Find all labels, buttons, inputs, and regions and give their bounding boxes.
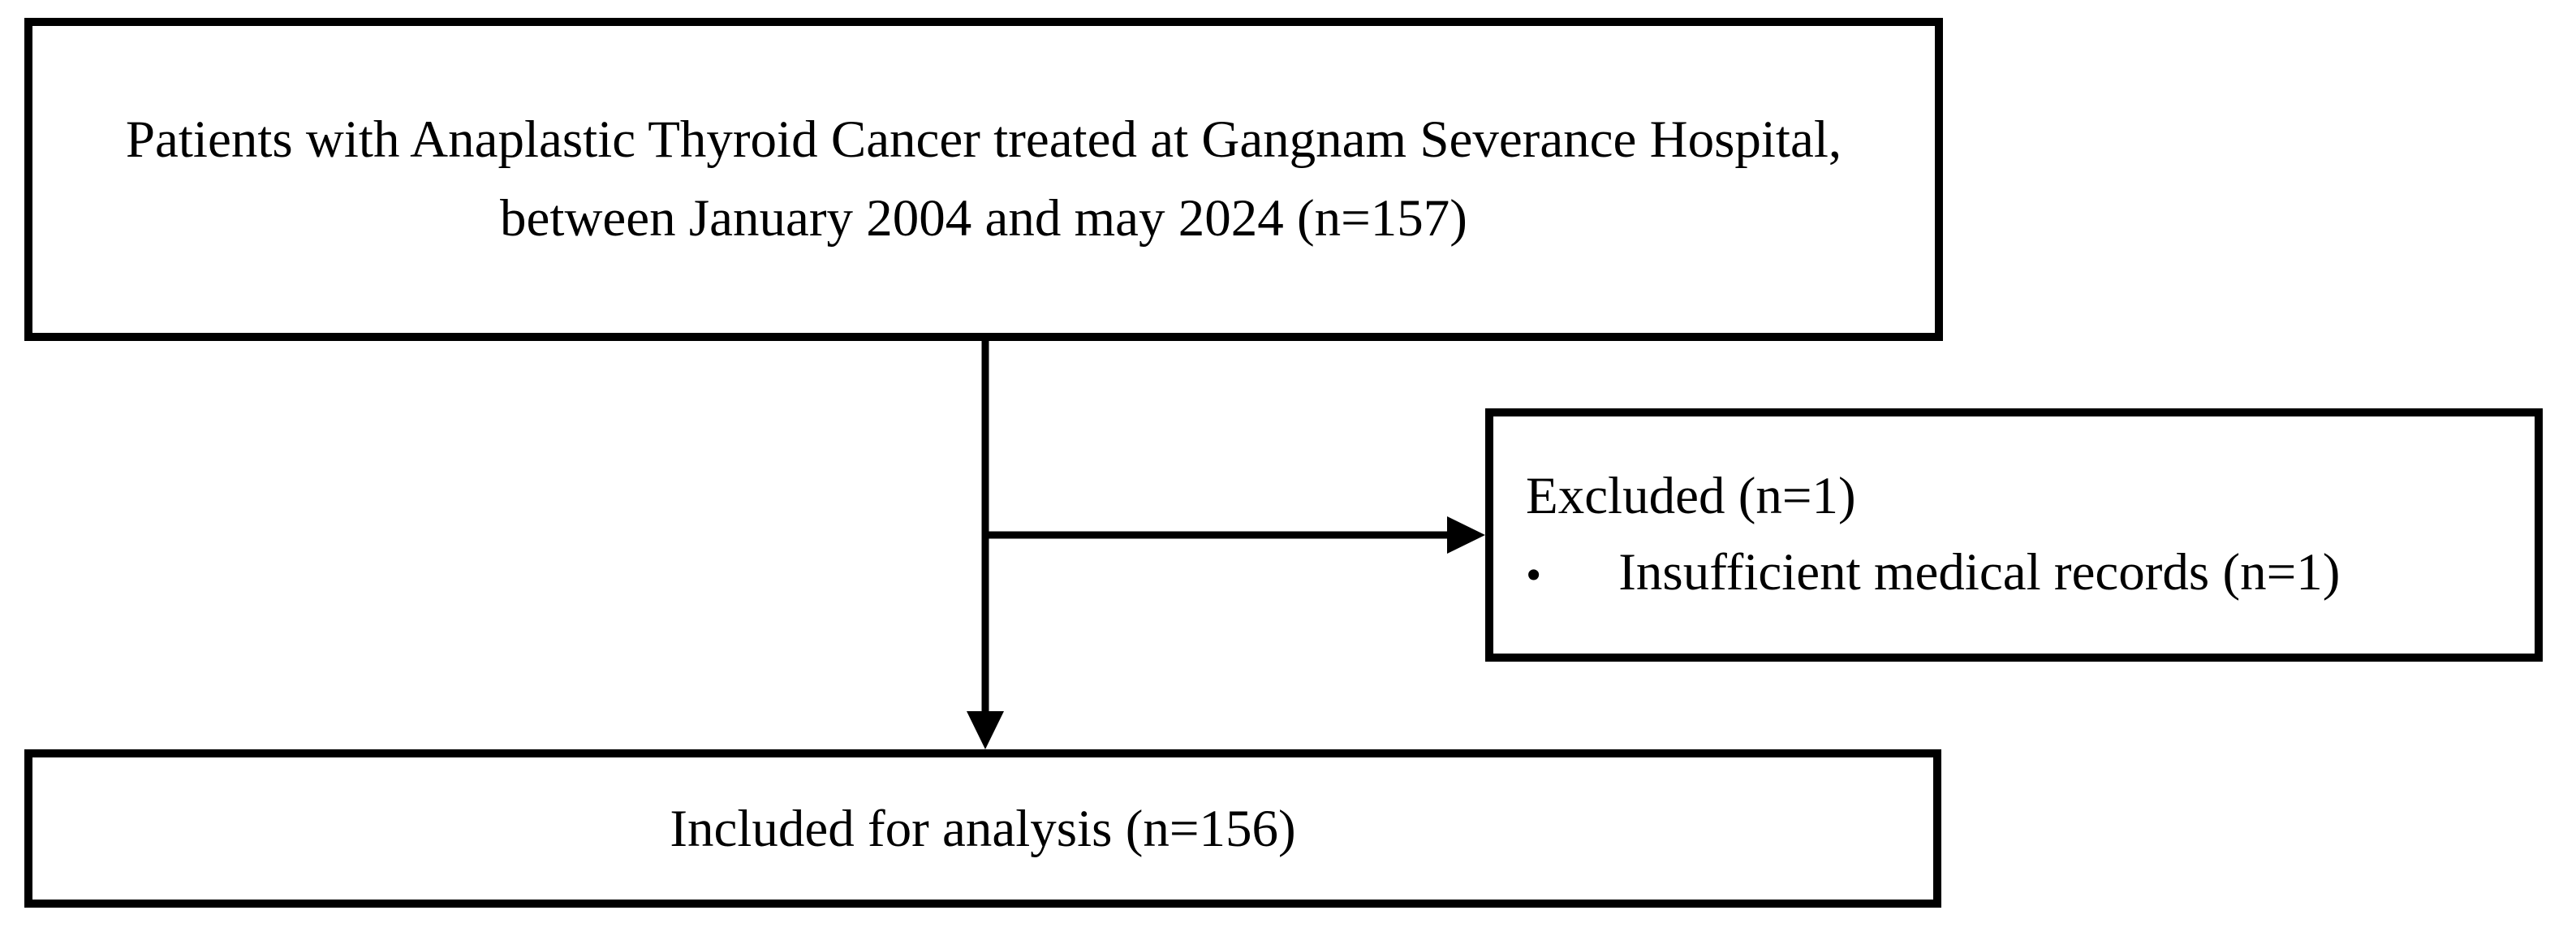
excluded-content: Excluded (n=1) • Insufficient medical re…: [1493, 458, 2356, 613]
bullet-icon: •: [1526, 549, 1542, 599]
right-arrowhead-icon: [1447, 516, 1485, 554]
source-population-box: Patients with Anaplastic Thyroid Cancer …: [24, 18, 1943, 341]
included-text: Included for analysis (n=156): [670, 799, 1296, 858]
excluded-title: Excluded (n=1): [1526, 466, 1856, 525]
source-population-text: Patients with Anaplastic Thyroid Cancer …: [125, 110, 1842, 248]
included-box: Included for analysis (n=156): [24, 749, 1941, 908]
down-arrowhead-icon: [967, 711, 1004, 749]
excluded-list-item: • Insufficient medical records (n=1): [1526, 534, 2340, 613]
excluded-box: Excluded (n=1) • Insufficient medical re…: [1485, 408, 2543, 662]
excluded-item-text: Insufficient medical records (n=1): [1618, 542, 2341, 602]
